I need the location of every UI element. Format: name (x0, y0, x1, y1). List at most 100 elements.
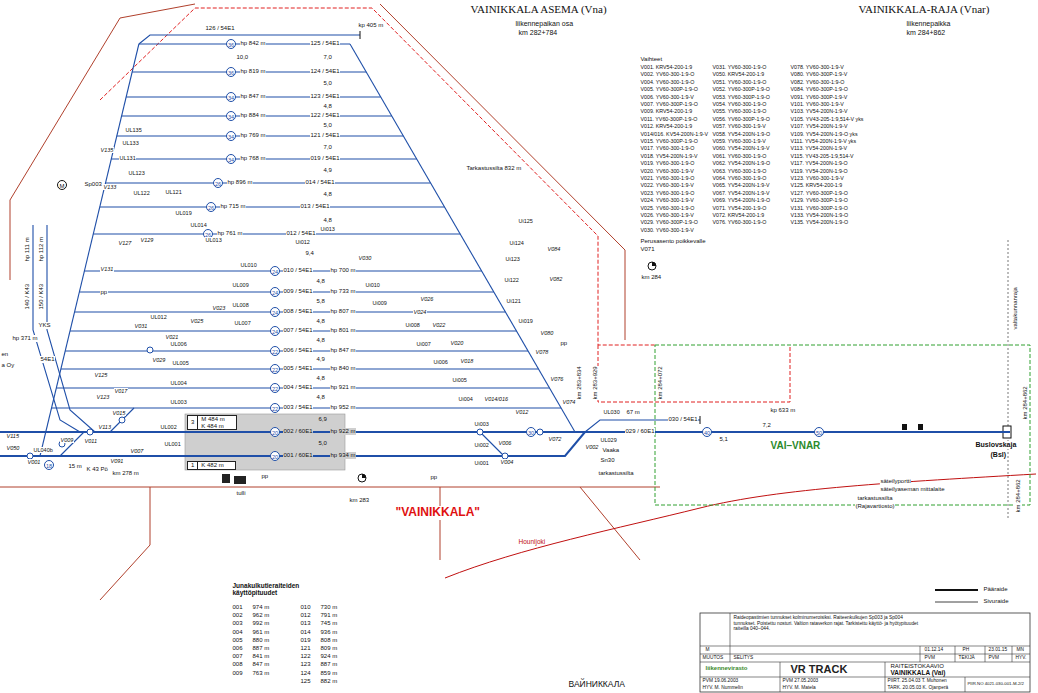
switch-name: V091 (110, 458, 124, 464)
callout-number: 24 (270, 266, 280, 276)
track-spacing: 5,8 (316, 298, 325, 305)
map-label: K 43 Pö (86, 466, 108, 473)
signal-name: Ui012 (295, 239, 310, 245)
section-boundary (655, 345, 1030, 505)
switch-name: V025 (190, 318, 204, 324)
switch-name: V125 (94, 372, 108, 378)
station-name: Buslovskaja (975, 441, 1017, 449)
table-cell: 003 (232, 620, 243, 627)
state-border (1008, 240, 1009, 520)
signal-name: UL006 (170, 341, 187, 347)
track-spacing: 4,8 (323, 191, 332, 198)
track-label: hp 768 m (240, 155, 266, 162)
switch-list-entry: V026. YV60-300-1:9-V (640, 212, 694, 218)
vertical-label: 140 / K43 (24, 283, 31, 310)
signal-name: Ui005 (452, 377, 467, 383)
title-block-text: TARK. 20.05.03 K. Ojanperä (887, 685, 949, 691)
switch-symbol (119, 417, 125, 423)
track-label: 007 / 54E1 (283, 327, 313, 334)
map-label: pp (560, 340, 568, 347)
station-name: (Bsl) (990, 451, 1007, 459)
switch-list-entry: V055. YV60-300-1:9-O (712, 108, 767, 114)
signal-name: UL135 (125, 127, 142, 133)
title-text: VAINIKKALA ASEMA (Vna) (470, 3, 607, 16)
map-label: pp (430, 474, 438, 481)
title-block-text: M (705, 647, 710, 653)
switch-name: V029 (152, 357, 166, 363)
track-spacing: 5,0 (318, 440, 327, 447)
switch-list-entry: V078. YV60-300-1:9-V (790, 64, 844, 70)
track-spacing: 4,8 (316, 318, 325, 325)
vertical-label: km 283+834 (576, 366, 583, 400)
map-label: tulli (236, 490, 246, 497)
switch-name: V084 (547, 246, 561, 252)
switch-list-entry: V109. YV54-200N-1:9-O yks (790, 131, 858, 137)
title-block-rule (700, 677, 1030, 678)
signal-name: Ui009 (372, 300, 387, 306)
switch-list-entry: V069. YV54-200N-1:9-O (712, 197, 771, 203)
title-block-text: PIIRT. 25.04.03 T. Muhonen (887, 678, 947, 684)
title-block-rule (1012, 646, 1013, 662)
table-cell: 859 m (320, 670, 338, 677)
switch-list-entry: V133. YV54-200N-1:9-O (790, 212, 849, 218)
signal-name: UL003 (170, 399, 187, 405)
track-label: 014 / 54E1 (305, 179, 335, 186)
table-cell: 809 m (320, 645, 338, 652)
signal-name: UL013 (205, 237, 222, 243)
track-label: hp 896 m (227, 179, 253, 186)
callout-number: 36 (226, 39, 236, 49)
revision-note: Raideopastimien tunnukset kolminumeroisi… (733, 615, 919, 632)
track-spacing: 5,0 (323, 122, 332, 129)
switch-list-entry: V031. YV60-300-1:9-O (712, 64, 767, 70)
platform-number: 1 (191, 462, 194, 469)
switch-list-entry: V029. YV60-300P-1:9-O (640, 219, 698, 225)
table-cell: 763 m (252, 670, 270, 677)
track-spacing: 4,8 (316, 278, 325, 285)
siding-track (106, 182, 431, 183)
switch-name: V015 (112, 410, 126, 416)
table-cell: 880 m (252, 637, 270, 644)
callout-number: 22 (270, 346, 280, 356)
table-cell: 961 m (252, 629, 270, 636)
switch-list-entry: V072. KRV54-200-1:9 (712, 212, 765, 218)
title-block-text: TEKIJÄ (958, 655, 975, 661)
legend-line (935, 589, 978, 591)
callout-number: 26 (206, 202, 216, 212)
title-block-text: PVM 19.06.2003 (702, 678, 739, 684)
switch-name: V014/016 (484, 396, 509, 402)
switch-name: V082 (549, 276, 563, 282)
switch-ladder (40, 44, 139, 456)
map-label: Sp003 (84, 181, 102, 188)
switch-name: V023 (212, 305, 226, 311)
switch-list-entry: V023. YV60-300-1:9-O (640, 190, 695, 196)
table-cell: 008 (232, 661, 243, 668)
switch-list-entry: V129. YV60-300P-1:9-O (790, 197, 848, 203)
map-label: hp 371 m (12, 335, 38, 342)
switch-list-entry: V022. YV60-300-1:9-V (640, 182, 694, 188)
switch-list-entry: V064. YV60-300-1:9-O (712, 175, 767, 181)
switch-list-entry: V115. YV43-205-1:9,514-V (790, 153, 854, 159)
switch-list-entry: V119. YV54-200N-1:9-O (790, 168, 848, 174)
table-cell: 123 (300, 661, 311, 668)
crossover (60, 432, 84, 456)
map-label: Tarkastussilta 832 m (466, 165, 522, 172)
track-label: 123 / 54E1 (310, 93, 340, 100)
track-label: hp 733 m (330, 288, 356, 295)
callout-number: 24 (270, 307, 280, 317)
signal-name: Ui019 (518, 318, 533, 324)
signal-name: UL002 (160, 424, 177, 430)
map-label: 54E1 (40, 356, 55, 363)
map-label: km 283 (349, 497, 370, 504)
signal-name: UL121 (165, 189, 182, 195)
switch-name: V011 (84, 438, 97, 444)
signal-name: UL122 (133, 190, 150, 196)
switch-name: V024 (413, 309, 427, 315)
vertical-label: hp 111 m (24, 237, 31, 262)
switch-name: V127 (118, 240, 132, 246)
switch-name: V026 (420, 296, 434, 302)
callout-number: 18 (44, 460, 54, 470)
track-spacing: 10,0 (236, 54, 249, 61)
table-cell: 009 (232, 670, 243, 677)
